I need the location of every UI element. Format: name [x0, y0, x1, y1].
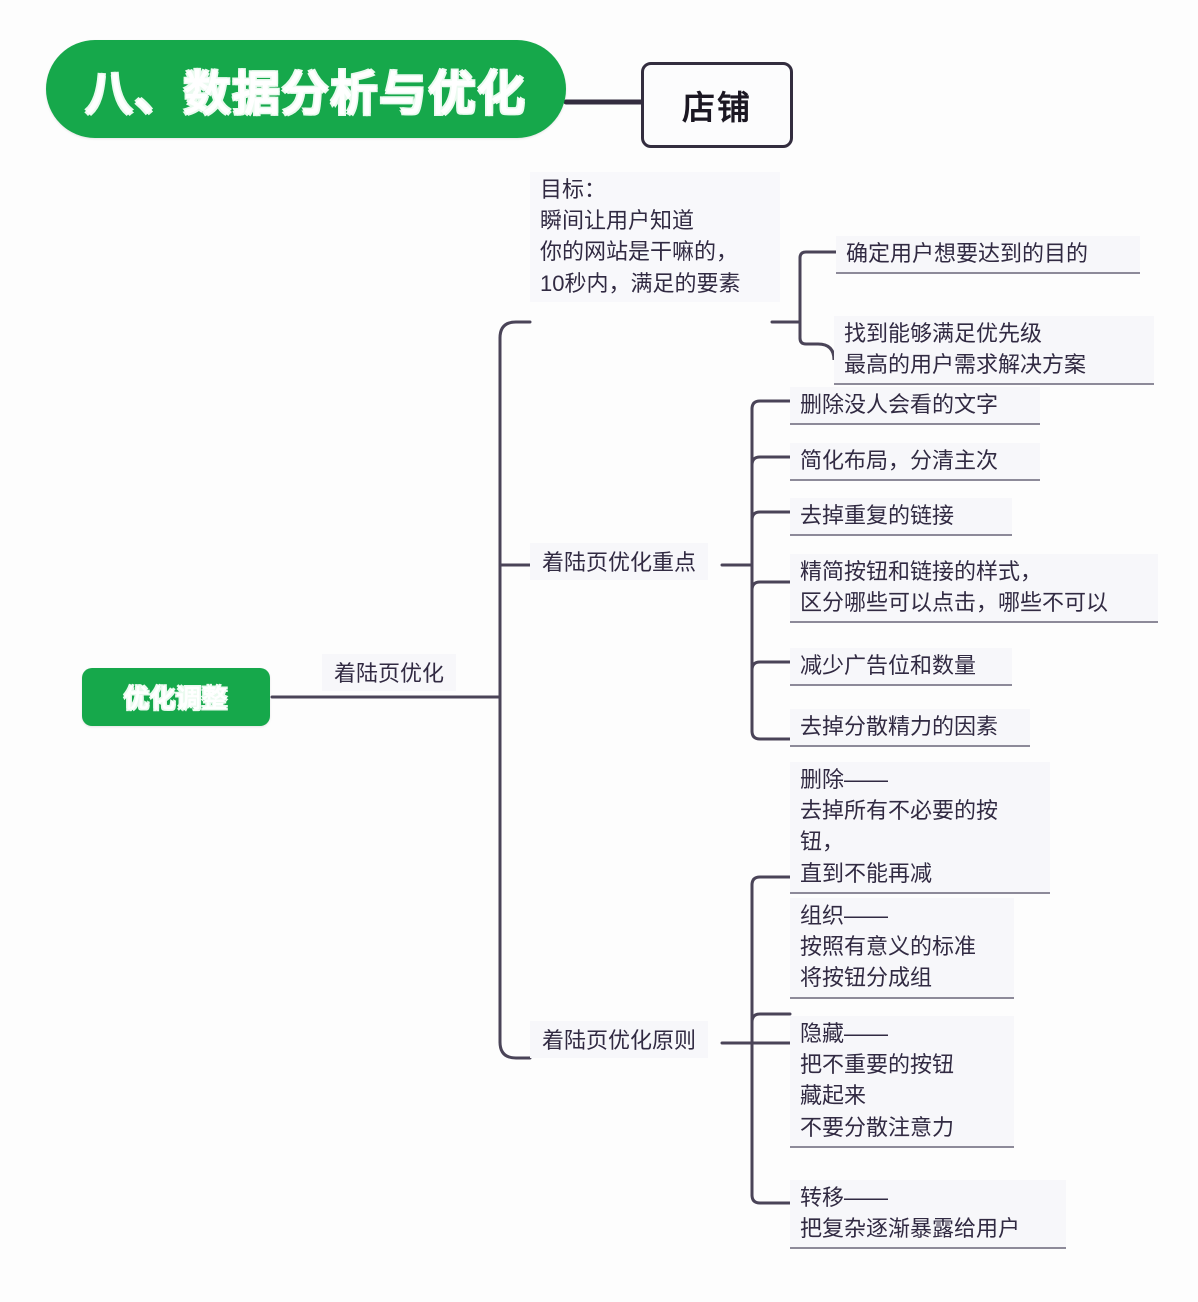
key-point-remove-distractions: 去掉分散精力的因素 [790, 709, 1030, 748]
branch-label-key-points: 着陆页优化重点 [530, 543, 709, 580]
root-node-banner[interactable]: 八、数据分析与优化 [46, 40, 566, 138]
goal-child-purpose: 确定用户想要达到的目的 [836, 236, 1140, 275]
hub-node-label: 优化调整 [123, 685, 228, 713]
hub-node-optimization[interactable]: 优化调整 [82, 668, 270, 726]
principle-organize: 组织—— 按照有意义的标准 将按钮分成组 [790, 898, 1014, 999]
goal-text-block: 目标： 瞬间让用户知道 你的网站是干嘛的， 10秒内，满足的要素 [530, 172, 780, 302]
root-title: 八、数据分析与优化 [85, 66, 527, 120]
shop-node-label: 店铺 [682, 89, 752, 126]
key-point-remove-duplicate-links: 去掉重复的链接 [790, 498, 1012, 537]
branch-label-principles: 着陆页优化原则 [530, 1021, 709, 1058]
principle-hide: 隐藏—— 把不重要的按钮 藏起来 不要分散注意力 [790, 1016, 1014, 1148]
key-point-simplify-layout: 简化布局，分清主次 [790, 443, 1040, 482]
key-point-reduce-ads: 减少广告位和数量 [790, 648, 1012, 687]
hub-branch-label: 着陆页优化 [322, 654, 457, 691]
shop-node-box[interactable]: 店铺 [641, 62, 793, 148]
key-point-remove-unread-text: 删除没人会看的文字 [790, 387, 1040, 426]
key-point-simplify-button-styles: 精简按钮和链接的样式， 区分哪些可以点击，哪些不可以 [790, 554, 1158, 624]
goal-child-solution: 找到能够满足优先级 最高的用户需求解决方案 [834, 316, 1154, 386]
principle-delete: 删除—— 去掉所有不必要的按钮， 直到不能再减 [790, 762, 1050, 894]
principle-transfer: 转移—— 把复杂逐渐暴露给用户 [790, 1180, 1066, 1250]
